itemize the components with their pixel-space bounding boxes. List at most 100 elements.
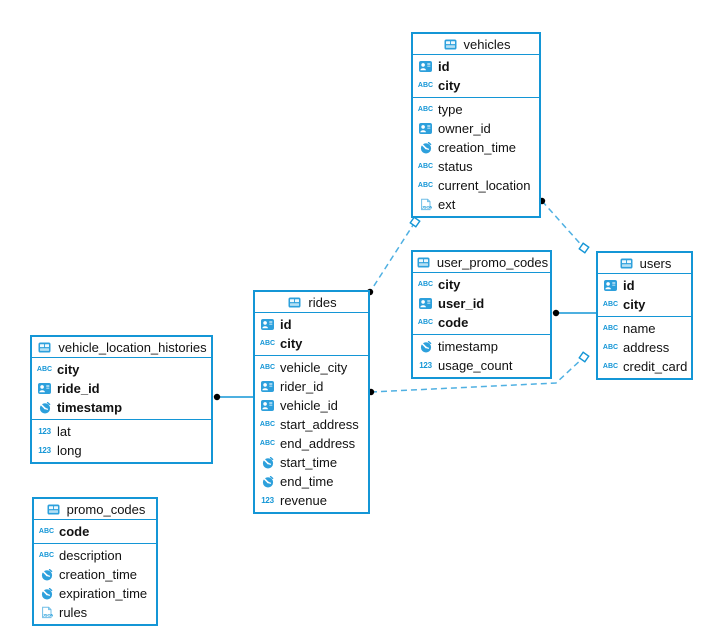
column-id[interactable]: id xyxy=(255,315,368,334)
abc-string-type-icon: ABC xyxy=(36,366,53,373)
table-title: vehicles xyxy=(463,36,511,52)
column-creation_time[interactable]: creation_time xyxy=(413,138,539,157)
table-header[interactable]: rides xyxy=(255,292,368,313)
column-usage_count[interactable]: 123 usage_count xyxy=(413,356,550,375)
column-rider_id[interactable]: rider_id xyxy=(255,377,368,396)
id-badge-type-icon xyxy=(417,298,434,309)
column-user_id[interactable]: user_id xyxy=(413,294,550,313)
id-badge-type-icon xyxy=(602,280,619,291)
column-name: credit_card xyxy=(623,359,688,374)
id-badge-type-icon xyxy=(259,400,276,411)
abc-string-type-icon: ABC xyxy=(602,301,619,308)
column-owner_id[interactable]: owner_id xyxy=(413,119,539,138)
table-icon xyxy=(45,504,62,515)
column-name: id xyxy=(280,317,292,332)
table-header[interactable]: vehicles xyxy=(413,34,539,55)
column-ride_id[interactable]: ride_id xyxy=(32,379,211,398)
column-status[interactable]: ABC status xyxy=(413,157,539,176)
abc-string-type-icon: ABC xyxy=(417,163,434,170)
relation-vehicle_location_histories-to-rides[interactable] xyxy=(213,393,253,401)
clock-timestamp-type-icon xyxy=(259,456,276,469)
column-name: city xyxy=(280,336,303,351)
column-creation_time[interactable]: creation_time xyxy=(34,565,156,584)
table-title: rides xyxy=(308,294,337,310)
id-badge-type-icon xyxy=(417,123,434,134)
abc-string-type-icon: ABC xyxy=(259,340,276,347)
relation-line xyxy=(541,200,585,249)
numeric-123-type-icon: 123 xyxy=(419,360,432,370)
table-icon xyxy=(415,257,432,268)
column-name: name xyxy=(623,321,656,336)
column-name: id xyxy=(623,278,635,293)
table-header[interactable]: vehicle_location_histories xyxy=(32,337,211,358)
column-name: ext xyxy=(438,197,456,212)
column-vehicle_id[interactable]: vehicle_id xyxy=(255,396,368,415)
column-ext[interactable]: JSON ext xyxy=(413,195,539,214)
abc-string-type-icon: ABC xyxy=(259,440,276,447)
column-name: start_address xyxy=(280,417,359,432)
column-name: creation_time xyxy=(438,140,517,155)
relation-dot-marker xyxy=(213,393,221,401)
column-city[interactable]: ABC city xyxy=(255,334,368,353)
column-timestamp[interactable]: timestamp xyxy=(32,398,211,417)
clock-timestamp-type-icon xyxy=(38,587,55,600)
column-end_time[interactable]: end_time xyxy=(255,472,368,491)
column-name: ride_id xyxy=(57,381,100,396)
column-id[interactable]: id xyxy=(598,276,691,295)
table-icon xyxy=(618,258,635,269)
column-start_time[interactable]: start_time xyxy=(255,453,368,472)
table-title: promo_codes xyxy=(66,501,146,517)
column-name: usage_count xyxy=(438,358,513,373)
svg-text:JSON: JSON xyxy=(43,613,53,618)
abc-string-type-icon: ABC xyxy=(417,82,434,89)
table-header[interactable]: user_promo_codes xyxy=(413,252,550,273)
column-name: owner_id xyxy=(438,121,491,136)
id-badge-type-icon xyxy=(259,381,276,392)
column-expiration_time[interactable]: expiration_time xyxy=(34,584,156,603)
column-timestamp[interactable]: timestamp xyxy=(413,337,550,356)
column-name: status xyxy=(438,159,473,174)
table-header[interactable]: promo_codes xyxy=(34,499,156,520)
numeric-123-type-icon: 123 xyxy=(261,495,274,505)
abc-string-type-icon: ABC xyxy=(602,363,619,370)
relation-diamond-marker xyxy=(578,242,590,254)
clock-timestamp-type-icon xyxy=(36,401,53,414)
table-title: users xyxy=(639,255,672,271)
json-document-type-icon: JSON xyxy=(417,198,434,211)
columns-section: timestamp 123 usage_count xyxy=(413,335,550,377)
column-id[interactable]: id xyxy=(413,57,539,76)
column-credit_card[interactable]: ABC credit_card xyxy=(598,357,691,376)
relation-user_promo_codes-to-users[interactable] xyxy=(552,309,596,317)
clock-timestamp-type-icon xyxy=(38,568,55,581)
table-header[interactable]: users xyxy=(598,253,691,274)
relation-vehicles-to-users[interactable] xyxy=(538,197,590,254)
